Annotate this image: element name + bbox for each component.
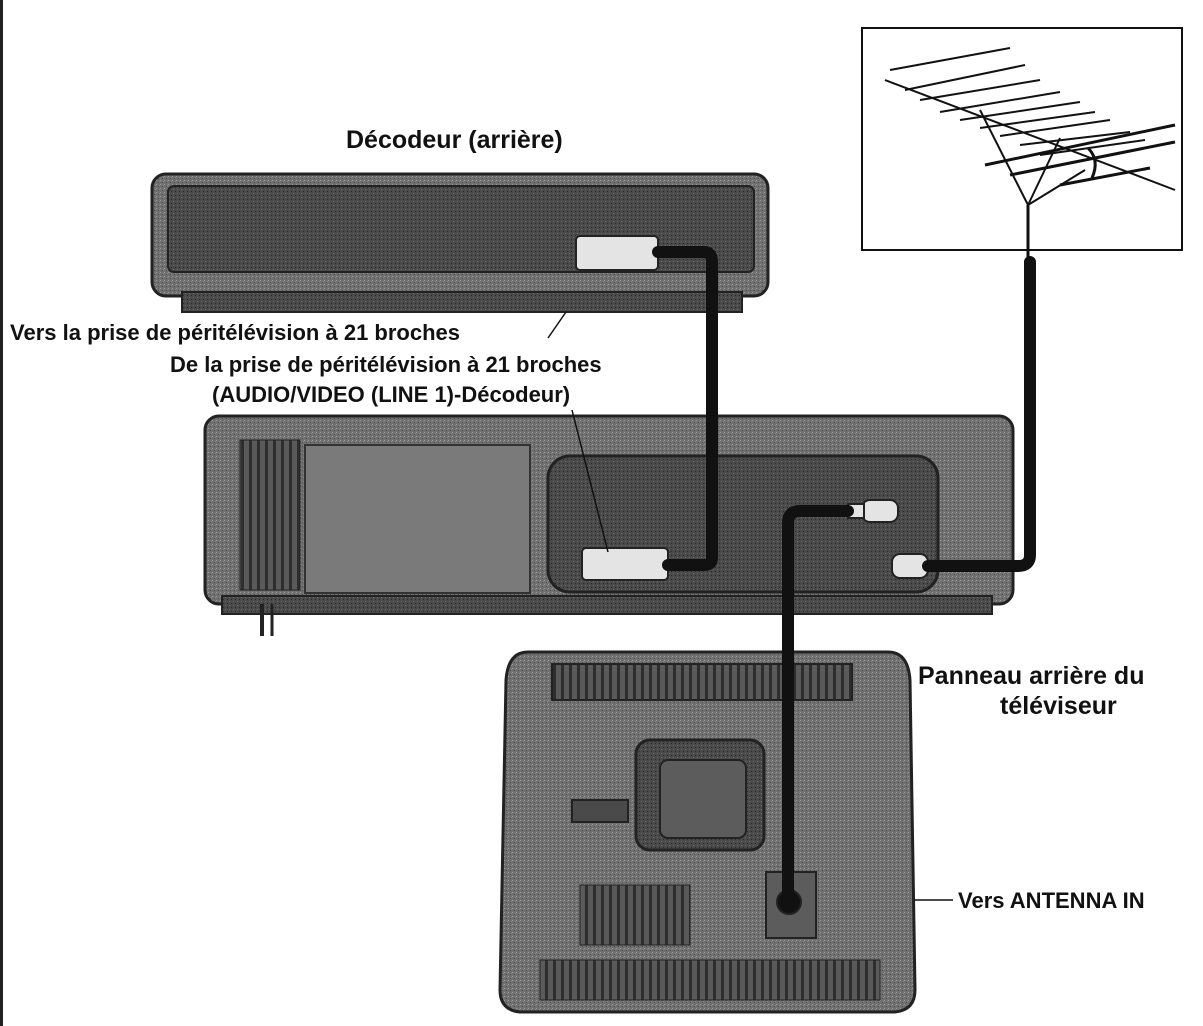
decoder-title: Décodeur (arrière): [346, 126, 563, 154]
antenna-box: [861, 27, 1183, 262]
decoder-device: [150, 172, 770, 313]
vcr-rf-out-plug: [861, 499, 899, 523]
from-scart-label-line1: De la prise de péritélévision à 21 broch…: [170, 352, 602, 377]
to-scart-label: Vers la prise de péritélévision à 21 bro…: [10, 320, 461, 345]
tv-device: [498, 650, 917, 1014]
tv-antenna-cable: [782, 505, 854, 906]
roof-antenna-cable: [922, 256, 1036, 572]
tv-panel-label-line2: téléviseur: [1000, 692, 1117, 720]
antenna-in-label: Vers ANTENNA IN: [958, 888, 1145, 913]
scart-cable: [652, 246, 718, 571]
cables: [652, 246, 1036, 906]
leader-lines: [547, 311, 953, 901]
vcr-device: [203, 414, 1015, 636]
from-scart-label-line2: (AUDIO/VIDEO (LINE 1)-Décodeur): [212, 382, 571, 407]
tv-panel-label-line1: Panneau arrière du: [918, 662, 1145, 690]
page-border: [0, 0, 3, 1026]
vcr-scart-connector: [581, 547, 669, 581]
decoder-scart-connector: [575, 235, 659, 271]
roof-antenna-icon: [884, 47, 1176, 262]
